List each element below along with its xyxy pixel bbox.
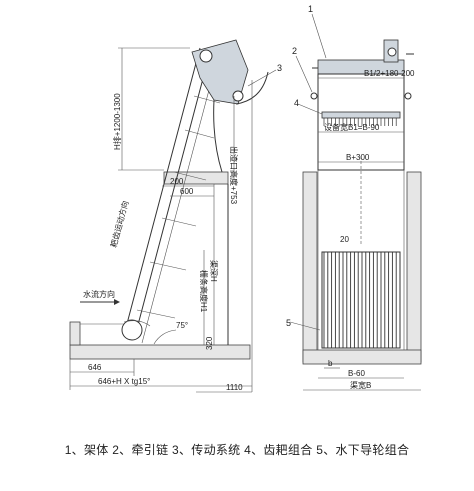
channel-wall-right	[406, 171, 422, 363]
dim-well-depth: 渠深H	[209, 260, 219, 282]
callout-1: 1	[308, 4, 313, 14]
dim-1110: 1110	[226, 383, 243, 392]
bottom-guide	[123, 320, 151, 327]
flow-arrowhead-icon	[114, 299, 120, 305]
callouts: 1 2 3 4 5	[247, 4, 327, 331]
drive-gear-icon	[232, 90, 244, 102]
channel-wall-left	[302, 171, 318, 363]
bottom-wheel-icon	[121, 319, 143, 341]
dim-20: 20	[340, 235, 349, 244]
dim-grid-height: 栅条高度H1	[199, 270, 209, 313]
top-sprocket-icon	[199, 49, 213, 63]
chain-wheel-right-icon	[404, 92, 412, 100]
dim-320: 320	[205, 336, 214, 350]
angle-label: 75°	[176, 321, 188, 330]
dim-646: 646	[88, 363, 102, 372]
front-view: B1/2+180-200 设备宽B1=B-90 B+300 20 b B-60 …	[302, 39, 422, 391]
bar-screen-frame	[321, 251, 401, 349]
rake-teeth	[136, 95, 221, 319]
motor-icon	[387, 47, 397, 57]
rake-comb	[321, 111, 401, 126]
callout-3: 3	[277, 63, 282, 73]
dim-outlet-height: 出渣口高度+753	[229, 146, 239, 205]
dim-b: b	[328, 359, 333, 368]
dim-646-formula: 646+H X tg15°	[98, 377, 150, 386]
dim-top-width: B1/2+180-200	[364, 69, 415, 78]
channel-bottom	[302, 349, 422, 365]
angle-arc	[153, 329, 177, 345]
dim-b-minus-60: B-60	[348, 369, 365, 378]
drawing: 75° 水流方向 耙齿运动方向 H排+1200-1300 出渣口高度+753 2…	[69, 4, 422, 393]
dim-600: 600	[180, 187, 194, 196]
frame-rail-inner	[141, 55, 219, 344]
rake-track-label: 耙齿运动方向	[108, 200, 130, 249]
channel-floor	[69, 344, 251, 360]
callout-4: 4	[294, 98, 299, 108]
left-wall-stub	[69, 321, 81, 346]
discharge-chute	[213, 99, 223, 173]
side-view: 75° 水流方向 耙齿运动方向 H排+1200-1300 出渣口高度+753 2…	[69, 39, 269, 393]
callout-5: 5	[286, 318, 291, 328]
flow-label: 水流方向	[83, 289, 115, 299]
drive-arc	[235, 71, 269, 105]
dim-h-discharge: H排+1200-1300	[112, 93, 122, 150]
dim-200: 200	[170, 177, 184, 186]
callout-2: 2	[292, 46, 297, 56]
legend-caption: 1、架体 2、牵引链 3、传动系统 4、齿耙组合 5、水下导轮组合	[64, 443, 410, 457]
frame-rail-front	[123, 47, 201, 336]
dim-channel-width: 渠宽B	[350, 380, 371, 390]
upper-frame	[317, 73, 405, 171]
dim-b-plus-300: B+300	[346, 153, 370, 162]
platform-slab	[163, 171, 229, 185]
screen-bars	[323, 252, 397, 348]
dim-equip-width: 设备宽B1=B-90	[324, 122, 380, 132]
chain-wheel-left-icon	[310, 92, 318, 100]
